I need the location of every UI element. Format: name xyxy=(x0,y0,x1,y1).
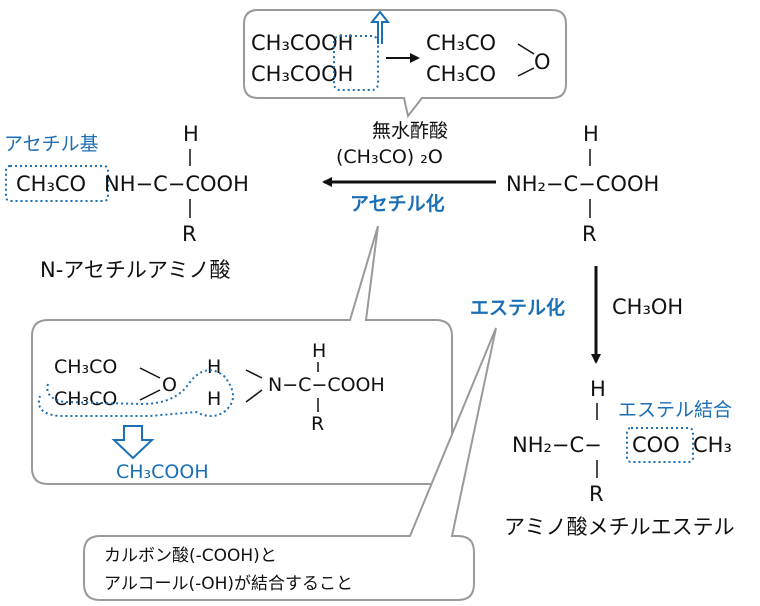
mech-h-2: H xyxy=(207,388,221,410)
ester-left: NH₂−C− xyxy=(512,433,602,457)
n-acetyl-amino-acid-name: N-アセチルアミノ酸 xyxy=(40,258,230,282)
mech-nh-bond-2 xyxy=(245,389,263,403)
acetylation-mechanism-callout: CH₃CO CH₃CO O H H H N−C−COOH R CH₃COOH xyxy=(31,225,453,485)
mech-anhydride-bond-1 xyxy=(139,367,161,379)
n-acetyl-h: H xyxy=(183,122,199,146)
acetic-acid-1: CH₃COOH xyxy=(251,31,353,55)
down-hollow-arrow-icon xyxy=(111,425,155,460)
anhydride-bond-upper xyxy=(517,43,535,55)
ester-r: R xyxy=(589,482,604,506)
ester-bond-label: エステル結合 xyxy=(618,399,732,421)
acetylation-label: アセチル化 xyxy=(350,192,445,215)
mech-o: O xyxy=(162,374,177,396)
acetyl-group-label: アセチル基 xyxy=(4,133,99,155)
mech-h-1: H xyxy=(207,356,221,378)
amino-acid-r: R xyxy=(582,222,597,246)
mech-acetyl-2: CH₃CO xyxy=(54,388,117,410)
n-acetyl-ch3co: CH₃CO xyxy=(16,172,86,196)
n-acetyl-r: R xyxy=(182,222,197,246)
anhydride-co-2: CH₃CO xyxy=(426,62,496,86)
n-acetyl-amino-acid: アセチル基 H CH₃CO NH−C−COOH R N-アセチルアミノ酸 xyxy=(4,122,249,282)
ester-coo: COO xyxy=(632,433,680,457)
anhydride-formation-callout: CH₃COOH CH₃COOH CH₃CO CH₃CO O xyxy=(243,9,567,119)
acetic-anhydride-formula: (CH₃CO) ₂O xyxy=(336,146,443,168)
oh-h-dotted-highlight xyxy=(333,35,379,91)
anhydride-bond-lower xyxy=(517,67,535,77)
acetyl-group-dotted-box xyxy=(5,165,109,202)
note-line-1: カルボン酸(-COOH)と xyxy=(104,546,277,566)
amino-acid-methyl-ester: H エステル結合 NH₂−C− COO CH₃ R アミノ酸メチルエステル xyxy=(504,377,735,539)
anhydride-bridge-o: O xyxy=(534,50,551,74)
amino-acid-h: H xyxy=(583,122,599,146)
mech-nh-bond-1 xyxy=(245,369,263,379)
ester-name: アミノ酸メチルエステル xyxy=(504,515,735,539)
note-line-2: アルコール(-OH)が結合すること xyxy=(104,574,353,594)
n-acetyl-chain: NH−C−COOH xyxy=(104,172,249,196)
ester-h: H xyxy=(590,377,606,401)
mech-acetyl-1: CH₃CO xyxy=(54,356,117,378)
water-leaves-arrow-icon xyxy=(369,10,391,44)
amino-acid: H NH₂−C−COOH R xyxy=(506,122,659,246)
anhydride-co-1: CH₃CO xyxy=(426,31,496,55)
ester-ch3: CH₃ xyxy=(693,433,732,457)
mech-anhydride-bond-2 xyxy=(139,389,161,401)
acetic-acid-2: CH₃COOH xyxy=(251,62,353,86)
esterification-label: エステル化 xyxy=(470,296,565,319)
acetic-anhydride-name: 無水酢酸 xyxy=(372,120,448,142)
note-callout-frame xyxy=(83,327,497,601)
ester-definition-callout: カルボン酸(-COOH)と アルコール(-OH)が結合すること xyxy=(83,327,497,601)
amino-acid-chain: NH₂−C−COOH xyxy=(506,172,659,196)
mech-n-chain: N−C−COOH xyxy=(268,374,385,396)
callout-frame xyxy=(243,9,567,119)
mech-r: R xyxy=(311,413,324,435)
mech-leaving-group-dotted xyxy=(38,369,234,417)
ester-bond-dotted-box xyxy=(626,427,694,463)
mech-top-h: H xyxy=(312,340,326,362)
mech-byproduct: CH₃COOH xyxy=(116,461,209,483)
methanol-formula: CH₃OH xyxy=(612,295,683,319)
